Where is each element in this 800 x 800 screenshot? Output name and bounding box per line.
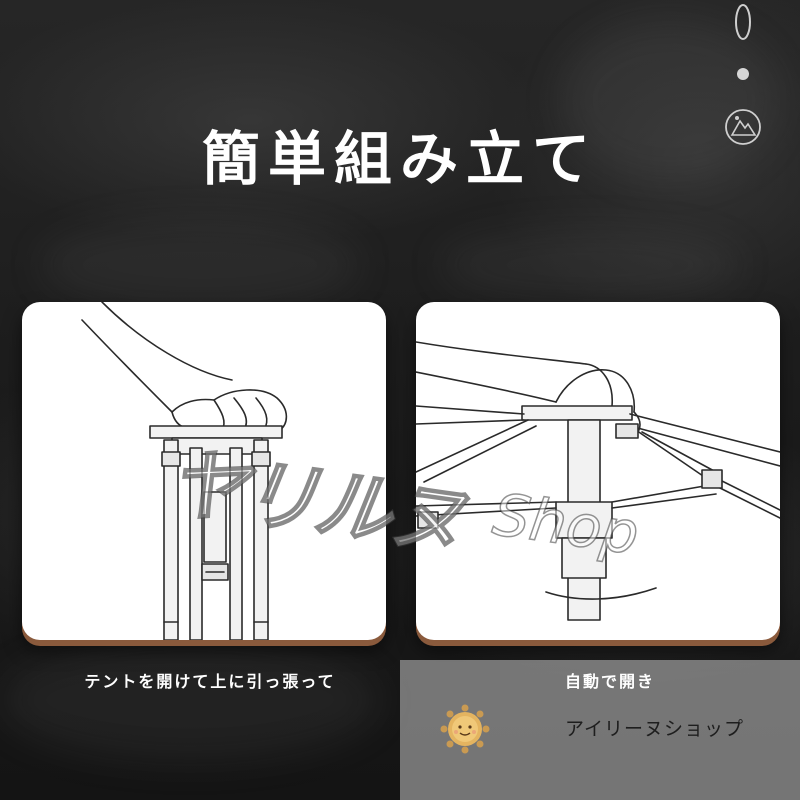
shop-name: アイリーヌショップ (565, 718, 745, 740)
dot-icon (737, 68, 749, 80)
caption-pull-up: テントを開けて上に引っ張って (84, 672, 336, 691)
pull-up-drawing (81, 302, 288, 640)
sun-face-icon (440, 704, 490, 754)
oval-outline-icon (735, 4, 751, 40)
illustration-auto-open (416, 302, 780, 640)
illustration-pull-up (22, 302, 386, 640)
page-title: 簡単組み立て (201, 125, 598, 193)
top-right-icons (722, 0, 766, 160)
mountain-badge-icon (725, 109, 761, 145)
caption-auto-open: 自動で開き (564, 672, 655, 691)
auto-open-drawing (416, 341, 780, 621)
